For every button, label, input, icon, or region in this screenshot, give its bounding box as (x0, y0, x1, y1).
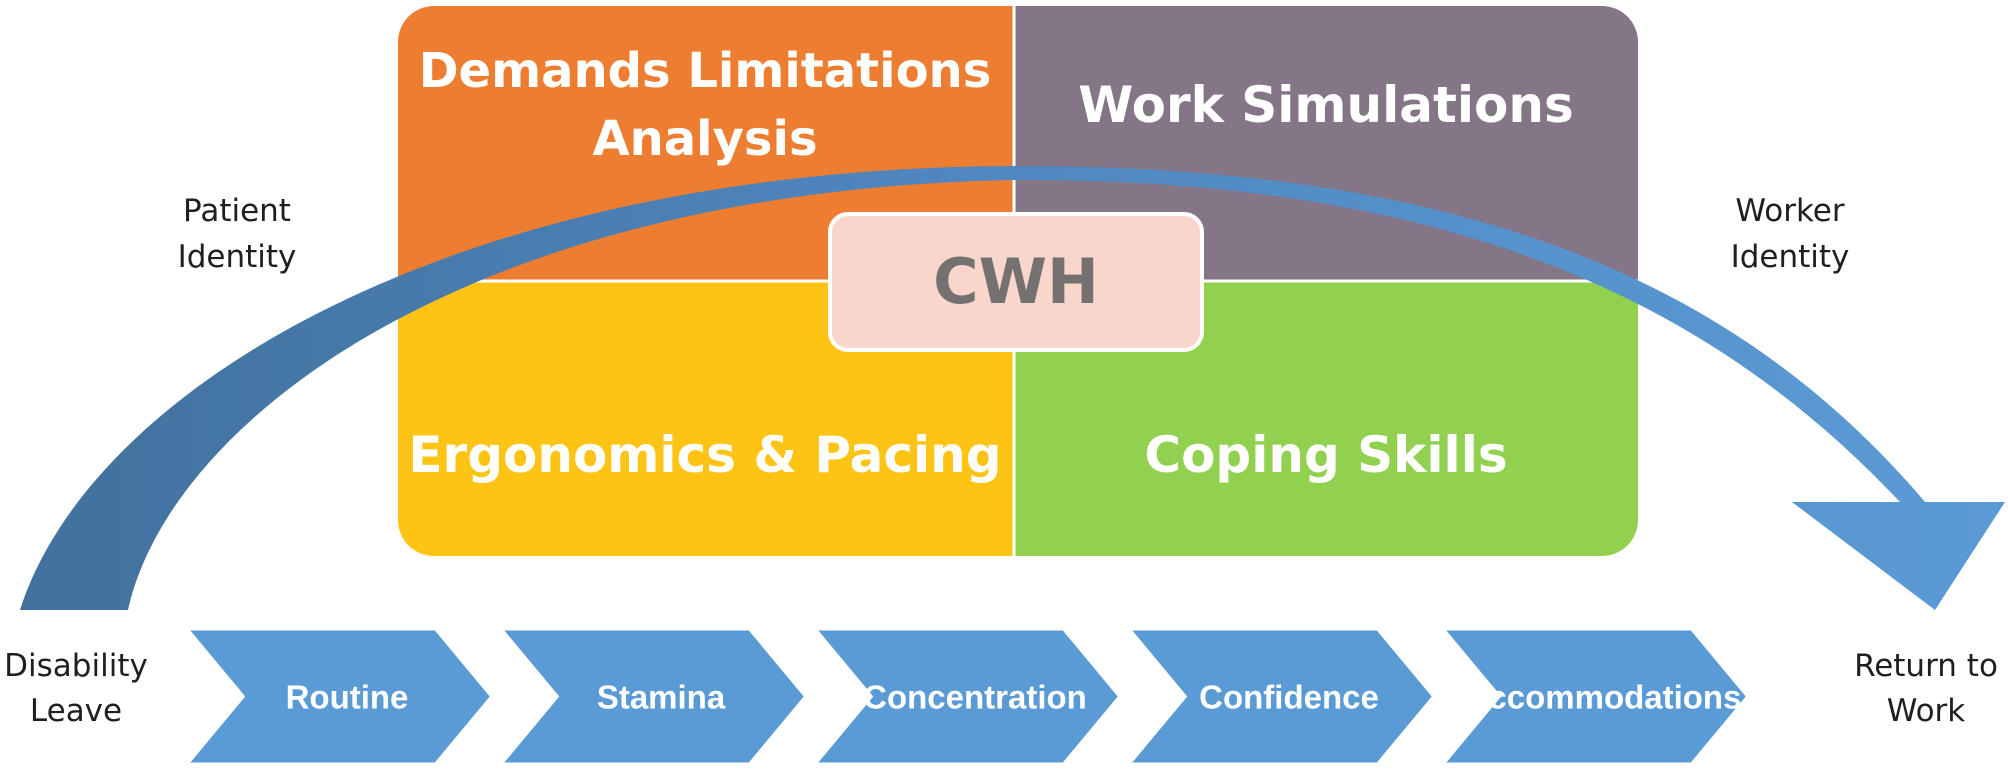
step-label-1: Routine (286, 679, 409, 716)
step-chevron-3 (807, 625, 1125, 768)
disability-leave-label-2: Leave (30, 693, 122, 729)
step-label-3: Concentration (863, 679, 1087, 716)
quadrant-coping-label: Coping Skills (1144, 426, 1507, 484)
step-chevron-4 (1121, 625, 1439, 768)
return-to-work-label-1: Return to (1854, 648, 1998, 684)
step-label-4: Confidence (1199, 679, 1379, 716)
step-label-2: Stamina (597, 679, 726, 716)
cwh-center-label: CWH (933, 245, 1099, 318)
quadrant-demands-label-1: Demands Limitations (419, 43, 992, 99)
step-chevron-2 (493, 625, 811, 768)
process-steps: Routine Stamina Concentration Confidence Acc… (179, 625, 1753, 768)
quadrant-demands-label-2: Analysis (592, 111, 817, 167)
disability-leave-label-1: Disability (4, 648, 148, 684)
step-chevron-1 (179, 625, 497, 768)
return-to-work-label-2: Work (1887, 693, 1966, 729)
quadrant-ergonomics-label: Ergonomics & Pacing (408, 426, 1001, 484)
worker-identity-label-2: Identity (1731, 239, 1850, 275)
quadrant-work-sim-label: Work Simulations (1078, 76, 1574, 134)
patient-identity-label-2: Identity (178, 239, 297, 275)
step-chevron-5 (1435, 625, 1753, 768)
worker-identity-label-1: Worker (1735, 193, 1844, 229)
step-label-5: Accommodations (1465, 679, 1742, 716)
patient-identity-label-1: Patient (183, 193, 291, 229)
cwh-center-box (828, 212, 1204, 352)
